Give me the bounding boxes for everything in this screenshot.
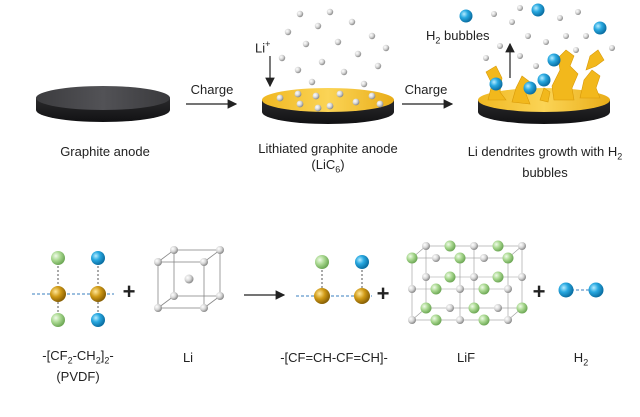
plus-sign-2: +: [376, 281, 390, 306]
lif-label: LiF: [456, 350, 476, 365]
li-ion-label: Li+: [255, 39, 271, 56]
h2-label: H2: [573, 350, 589, 368]
lithiated-anode-label: Lithiated graphite anode (LiC6): [248, 141, 408, 178]
h2-molecule: [558, 282, 604, 298]
charge-label-1: Charge: [190, 82, 234, 97]
graphite-anode-label: Graphite anode: [60, 144, 150, 159]
li-label: Li: [182, 350, 194, 365]
pvdf-label: -[CF2-CH2]2- (PVDF): [42, 348, 114, 384]
charge-label-2: Charge: [404, 82, 448, 97]
h2-bubbles-label: H2 bubbles: [426, 28, 490, 46]
plus-sign-3: +: [532, 279, 546, 304]
dendrite-growth-label: Li dendrites growth with H2 bubbles: [467, 144, 623, 180]
li-ions-on-surface: [276, 90, 384, 112]
h2-bubbles: [459, 3, 607, 95]
plus-sign-1: +: [122, 279, 136, 304]
lif-lattice: [406, 240, 528, 326]
graphite-anode-disk: [36, 86, 170, 122]
falling-li-ions: [278, 8, 390, 88]
pvdf-molecule: [32, 251, 114, 327]
li-crystal-cube: [154, 246, 224, 312]
dendrite-li-atoms: [483, 5, 615, 69]
lic6-formula: (LiC6): [311, 157, 345, 175]
product-molecule: [296, 255, 372, 304]
product-label: -[CF=CH-CF=CH]-: [280, 350, 388, 365]
